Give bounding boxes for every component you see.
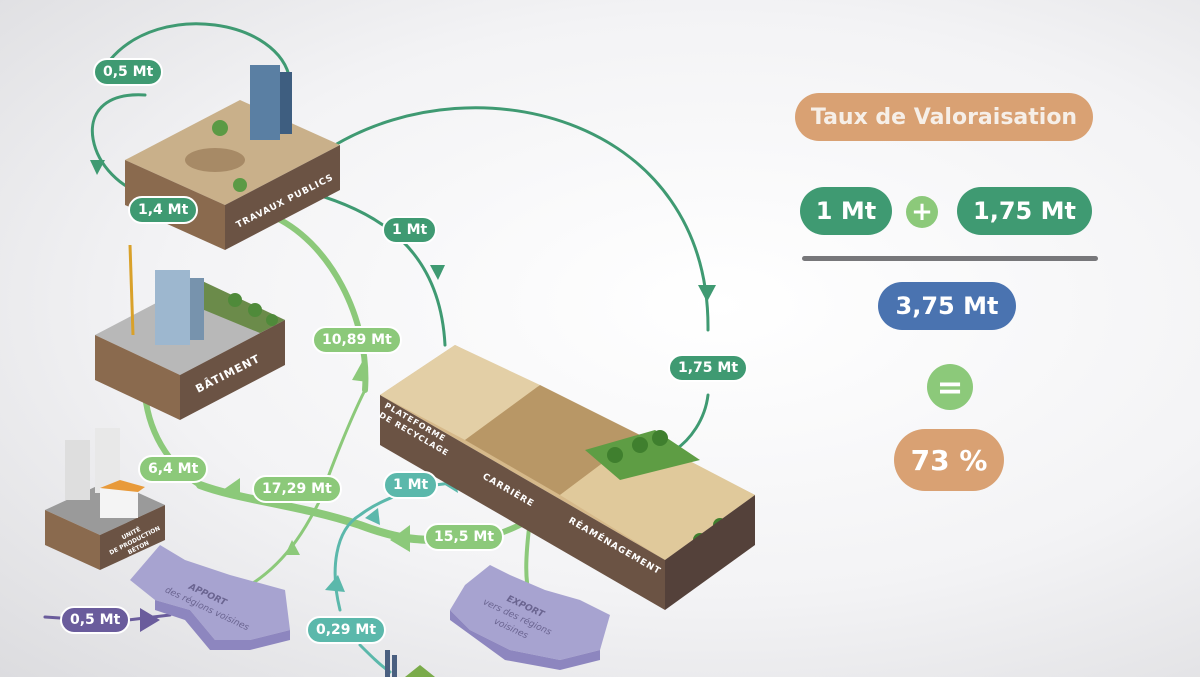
formula-term-2: 1,75 Mt <box>957 187 1092 235</box>
flow-tp-to-recycling <box>298 188 447 347</box>
flow-label-apport-in: 0,5 Mt <box>60 606 131 634</box>
formula-title: Taux de Valoraisation <box>795 93 1093 141</box>
equals-icon: = <box>927 364 973 410</box>
formula-result: 73 % <box>894 429 1004 491</box>
recycling-quarry-block: PLATEFORME DE RECYCLAGE CARRIÈRE RÉAMÉNA… <box>378 345 755 610</box>
batiment-block: BÂTIMENT <box>95 244 285 420</box>
flow-label-tp-internal: 1,4 Mt <box>128 196 199 224</box>
beton-plant-block: UNITÉ DE PRODUCTION BÉTON <box>45 428 165 570</box>
flow-tp-top-loop <box>108 22 292 82</box>
flow-label-to-beton: 6,4 Mt <box>138 455 209 483</box>
plus-icon: + <box>906 196 938 228</box>
apport-region: APPORT des régions voisines <box>130 545 290 650</box>
flow-label-main-out: 17,29 Mt <box>252 475 342 503</box>
formula-denominator: 3,75 Mt <box>878 282 1016 330</box>
flow-label-tp-loop: 0,5 Mt <box>93 58 164 86</box>
export-region: EXPORT vers des régions voisines <box>450 565 610 670</box>
factory-icon <box>385 650 435 677</box>
travaux-publics-block: TRAVAUX PUBLICS <box>125 65 340 250</box>
flow-label-carriere-out: 15,5 Mt <box>424 523 505 551</box>
formula-term-1: 1 Mt <box>800 187 892 235</box>
flow-label-tp-to-reamenagement: 1,75 Mt <box>668 354 749 382</box>
flow-label-recycling-to-tp: 10,89 Mt <box>312 326 402 354</box>
flow-recycling-to-tp <box>267 212 369 393</box>
flow-label-recycling-teal: 1 Mt <box>383 471 439 499</box>
flow-label-teal-in: 0,29 Mt <box>306 616 387 644</box>
fraction-bar <box>802 256 1098 261</box>
flow-label-tp-to-recycling: 1 Mt <box>382 216 438 244</box>
